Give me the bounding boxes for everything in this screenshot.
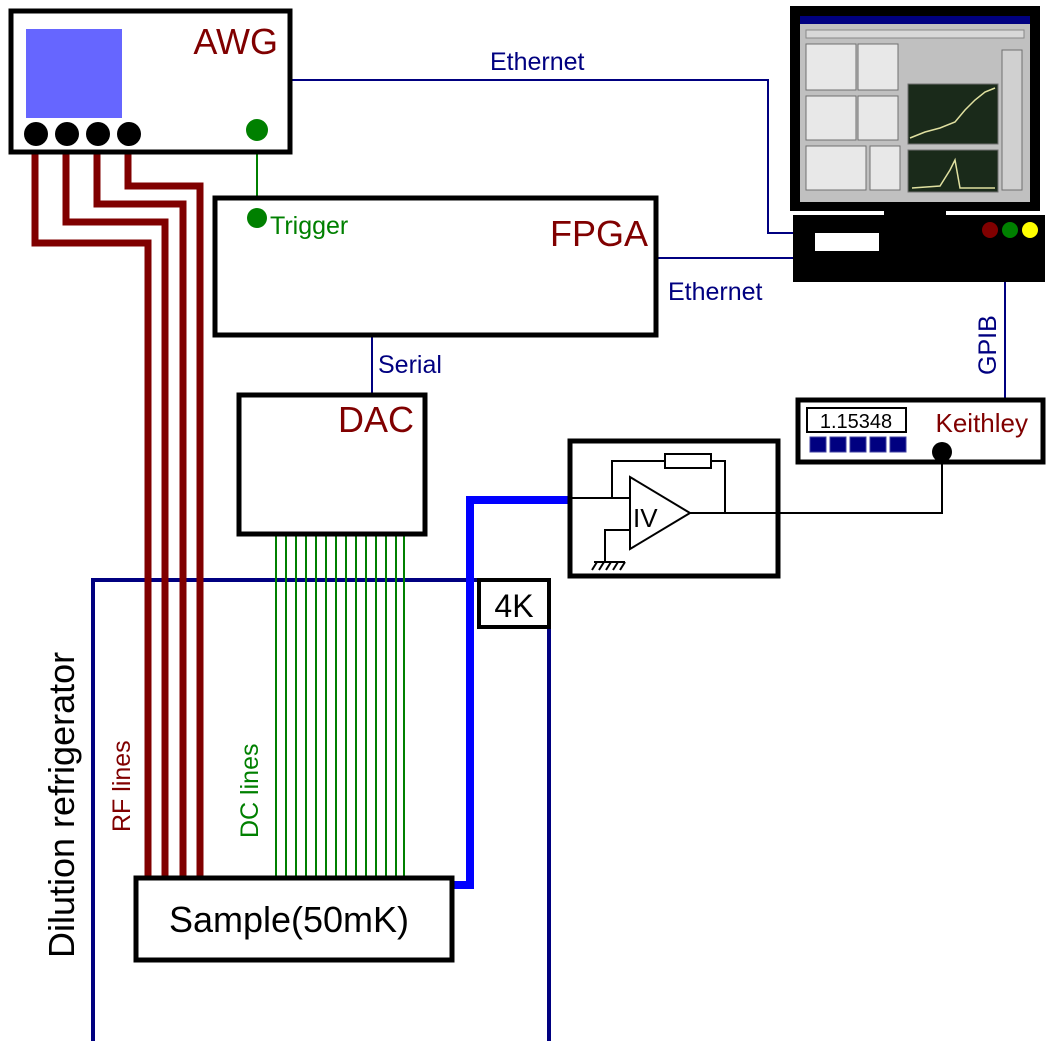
rf-lines-label: RF lines — [108, 740, 136, 832]
iv-to-keithley-wire — [778, 452, 943, 514]
awg-port-3 — [86, 122, 110, 146]
ethernet-top-label: Ethernet — [490, 48, 585, 76]
serial-label: Serial — [378, 351, 442, 379]
computer — [790, 6, 1045, 282]
keithley-label: Keithley — [936, 408, 1029, 438]
awg-port-1 — [24, 122, 48, 146]
keithley-buttons — [809, 436, 907, 453]
status-light-red — [982, 222, 998, 238]
fpga-trigger-port — [247, 208, 267, 228]
fpga-box: Trigger FPGA — [212, 195, 659, 338]
awg-box: AWG — [8, 8, 293, 155]
four-k-stage-outline — [91, 578, 551, 1041]
dc-lines-label: DC lines — [236, 744, 264, 838]
keithley-display-value: 1.15348 — [820, 411, 892, 433]
keithley-meter: 1.15348 Keithley — [795, 397, 1046, 465]
keithley-input-port — [932, 442, 952, 462]
status-light-green — [1002, 222, 1018, 238]
awg-port-2 — [55, 122, 79, 146]
op-amp-icon — [629, 475, 692, 551]
sample-box — [133, 875, 455, 963]
awg-trigger-port — [246, 119, 268, 141]
four-k-label: 4K — [494, 588, 533, 624]
awg-screen — [26, 29, 122, 118]
ethernet-awg-wire — [290, 79, 800, 234]
rf-lines — [31, 138, 204, 880]
dc-lines — [275, 518, 405, 878]
iv-label: IV — [633, 503, 658, 533]
four-k-label-box — [477, 578, 551, 629]
ethernet-mid-label: Ethernet — [668, 278, 763, 306]
dac-box: DAC — [236, 392, 428, 537]
sample-label: Sample(50mK) — [169, 899, 409, 940]
trigger-label: Trigger — [270, 212, 348, 240]
dac-label: DAC — [338, 399, 414, 440]
fpga-label: FPGA — [550, 213, 648, 254]
ground-symbol-icon — [591, 561, 626, 571]
sample-readout-line — [452, 496, 570, 889]
iv-converter-box: IV — [567, 438, 781, 579]
gpib-label: GPIB — [974, 315, 1002, 375]
resistor-icon — [664, 453, 712, 469]
keithley-display — [806, 407, 907, 433]
disk-drive-slot — [815, 233, 879, 251]
awg-label: AWG — [193, 21, 278, 62]
awg-port-4 — [117, 122, 141, 146]
status-light-yellow — [1022, 222, 1038, 238]
fridge-label: Dilution refrigerator — [41, 652, 82, 958]
